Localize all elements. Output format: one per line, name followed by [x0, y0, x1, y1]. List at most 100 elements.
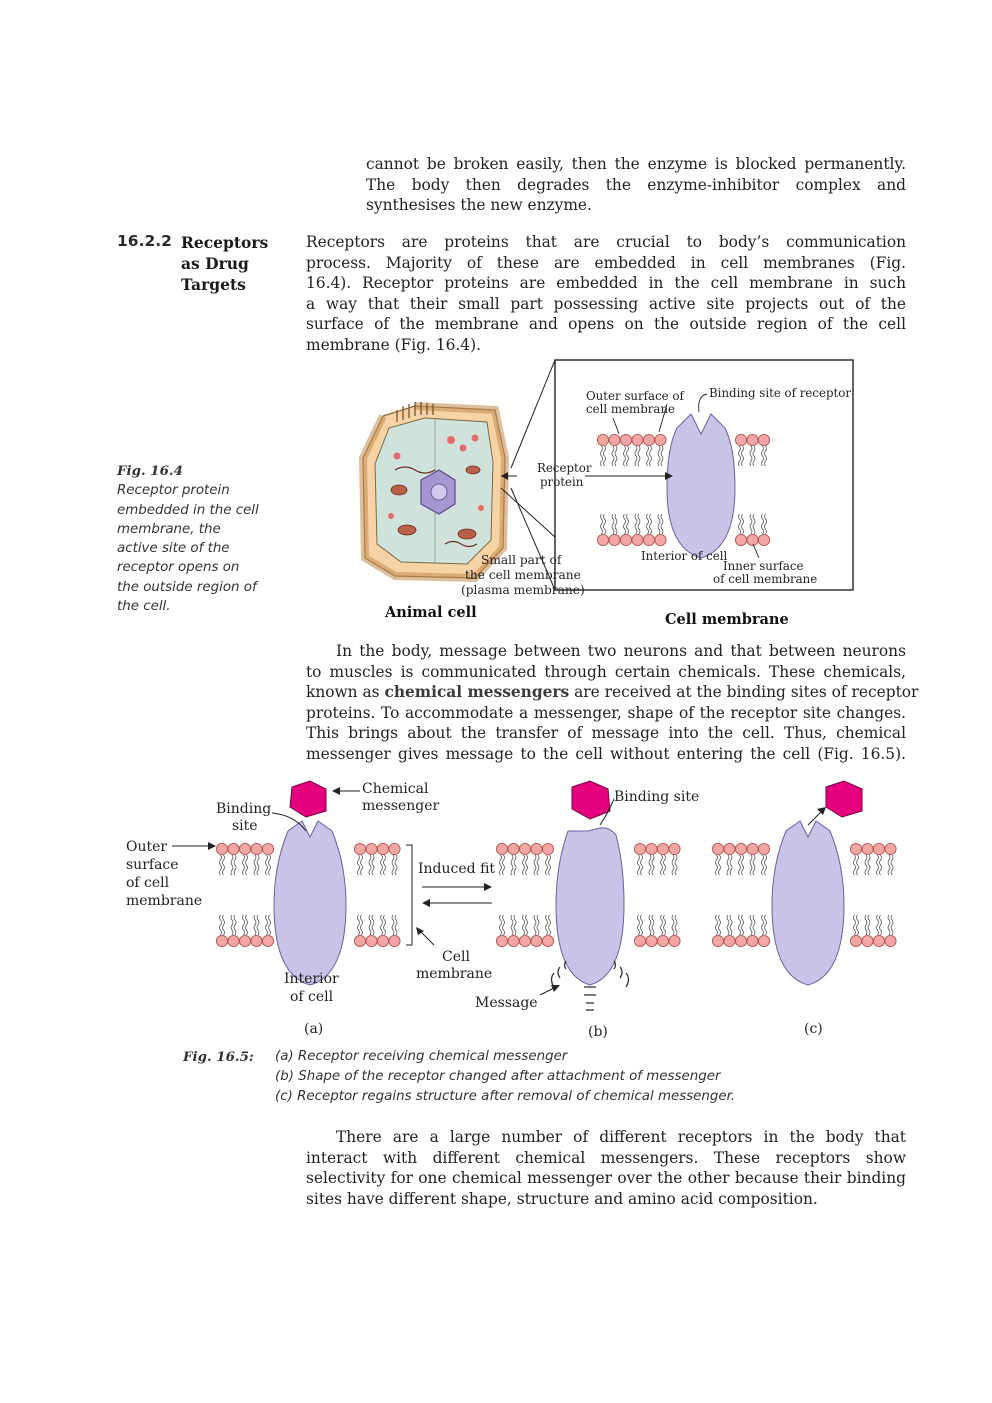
- lipid-tail: [533, 914, 540, 936]
- lipid-head: [633, 934, 647, 948]
- lipid-head: [757, 433, 771, 447]
- svg-text:Chemical messenger: Chemical messenger: [362, 781, 439, 814]
- lipid-tail: [242, 854, 248, 876]
- lipid-tail: [671, 854, 678, 876]
- text-line: surface of the membrane and opens on the…: [306, 315, 906, 334]
- lipid-tail: [660, 854, 666, 876]
- lipid-tail: [510, 854, 517, 876]
- lipid-tail: [253, 914, 260, 936]
- section-title-line: as Drug: [181, 254, 249, 273]
- lipid-head: [711, 934, 725, 948]
- lipid-tail: [533, 854, 540, 876]
- lipid-head: [757, 842, 771, 856]
- lipid-tail: [887, 914, 894, 936]
- lipid-head: [238, 934, 252, 948]
- caption-line: embedded in the cell: [117, 502, 259, 518]
- lipid-tail: [611, 513, 618, 535]
- text-line: membrane (Fig. 16.4).: [306, 335, 482, 354]
- lipid-head: [645, 842, 658, 856]
- lipid-tail: [634, 445, 641, 467]
- lipid-head: [633, 842, 647, 856]
- section-paragraph: Receptors are proteins that are crucial …: [306, 232, 906, 356]
- lipid-bilayer: [495, 842, 681, 948]
- svg-text:Outer surface of cell memb: Outer surface of cell membrane: [586, 389, 688, 416]
- lipid-tail: [853, 854, 859, 876]
- fig165-label-message: Message: [475, 995, 538, 1011]
- lipid-tail: [648, 854, 655, 876]
- lipid-head: [619, 533, 633, 547]
- lipid-head: [711, 842, 725, 856]
- lipid-head: [872, 842, 886, 856]
- fig165-label-messenger: Chemical: [362, 781, 429, 797]
- lipid-tail: [634, 513, 641, 535]
- lipid-head: [642, 533, 656, 547]
- lipid-tail: [623, 513, 629, 535]
- lipid-head: [261, 842, 275, 856]
- lipid-head: [757, 533, 771, 547]
- lipid-tail: [749, 445, 756, 467]
- lipid-tail: [761, 513, 767, 535]
- text-line: known as chemical messengers are receive…: [306, 682, 918, 703]
- lipid-tail: [853, 914, 859, 936]
- text-line: a way that their small part possessing a…: [306, 294, 906, 313]
- svg-text:Inner surface of cell memb: Inner surface of cell membrane: [713, 559, 817, 586]
- lipid-head: [227, 842, 240, 856]
- lipid-tail: [738, 513, 744, 535]
- lipid-head: [541, 934, 555, 948]
- fig164-label-inner: Inner surface: [723, 559, 804, 573]
- lipid-tail: [738, 854, 744, 876]
- lipid-head: [215, 842, 229, 856]
- caption-line: membrane, the: [117, 521, 221, 537]
- fig164-label-smallpart: (plasma membrane): [461, 583, 585, 597]
- text-line: messenger gives message to the cell with…: [306, 744, 906, 763]
- lipid-head: [530, 842, 543, 856]
- lipid-bilayer: [711, 842, 897, 948]
- body-paragraph-2: In the body, message between two neurons…: [306, 641, 918, 765]
- lipid-head: [376, 842, 390, 856]
- fig164-label-outer: cell membrane: [586, 402, 675, 416]
- lipid-bilayer: [215, 842, 401, 948]
- lipid-tail: [738, 445, 744, 467]
- lipid-head: [668, 934, 681, 948]
- lipid-head: [608, 533, 621, 547]
- lipid-head: [849, 934, 863, 948]
- lipid-tail: [646, 445, 652, 467]
- caption-line: the cell.: [117, 599, 171, 615]
- lipid-head: [608, 433, 621, 447]
- lipid-tail: [357, 914, 363, 936]
- lipid-head: [884, 934, 897, 948]
- lipid-head: [507, 934, 520, 948]
- lipid-tail: [522, 914, 528, 936]
- lipid-tail: [545, 854, 551, 876]
- lipid-head: [238, 842, 252, 856]
- lipid-tail: [715, 854, 721, 876]
- lipid-tail: [749, 854, 756, 876]
- receptor-protein-b: [555, 827, 625, 986]
- lipid-tail: [230, 854, 237, 876]
- chemical-messengers-highlight: chemical messengers: [384, 683, 570, 702]
- text-line: interact with different chemical messeng…: [306, 1148, 906, 1167]
- text-line: process. Majority of these are embedded …: [306, 253, 906, 272]
- text-line: In the body, message between two neurons…: [336, 642, 906, 660]
- fig-16-4-caption: Fig. 16.4 Receptor protein embedded in t…: [117, 462, 297, 616]
- section-title-line: Targets: [181, 275, 246, 294]
- lipid-tail: [522, 854, 528, 876]
- fig164-label-receptor: Receptor: [537, 461, 592, 475]
- lipid-tail: [657, 513, 664, 535]
- fig164-label-inner: of cell membrane: [713, 572, 817, 586]
- text-fragment: are received at the binding sites of rec…: [569, 683, 919, 702]
- lipid-head: [507, 842, 520, 856]
- panel-b-label: (b): [588, 1024, 608, 1040]
- receptor-protein-a: [273, 820, 347, 986]
- fig165-label-outer: of cell: [126, 875, 170, 891]
- lipid-tail: [876, 914, 882, 936]
- text-fragment: known as: [306, 683, 385, 702]
- lipid-tail: [887, 854, 894, 876]
- svg-text:Outer surface of cell: Outer surface of cell membrane: [126, 839, 202, 909]
- fig164-label-receptor: protein: [540, 475, 584, 489]
- text-line: Receptors are proteins that are crucial …: [306, 233, 906, 251]
- text-line: There are a large number of different re…: [336, 1128, 906, 1146]
- lipid-tail: [265, 854, 271, 876]
- lipid-head: [849, 842, 863, 856]
- lipid-tail: [368, 854, 375, 876]
